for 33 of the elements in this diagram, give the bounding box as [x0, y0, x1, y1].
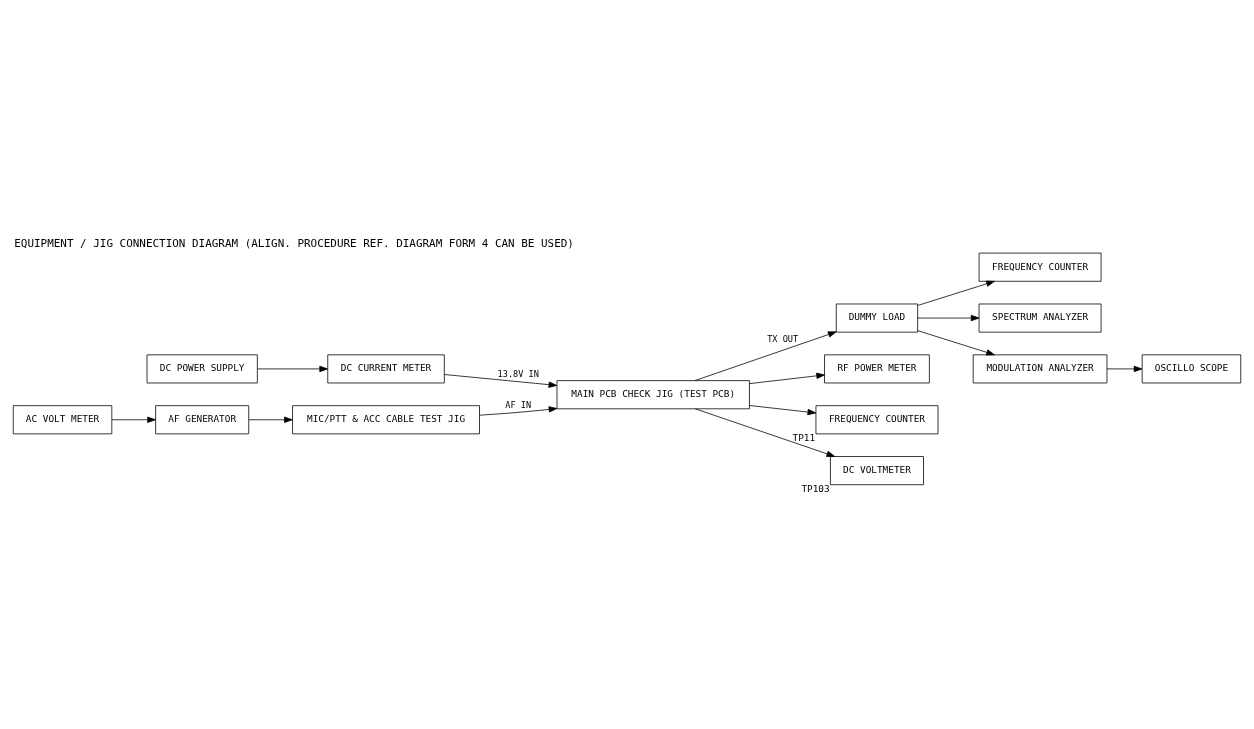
node-box: MIC/PTT & ACC CABLE TEST JIG: [292, 404, 480, 434]
arrow: [694, 407, 836, 457]
arrow: [917, 329, 995, 355]
node-label: TP103: [801, 482, 830, 494]
node-box: MAIN PCB CHECK JIG (TEST PCB): [556, 379, 750, 409]
diagram-title: EQUIPMENT / JIG CONNECTION DIAGRAM (ALIGN. PROCEDURE REF. DIAGRAM FORM 4 CAN BE USED): [14, 236, 574, 250]
arrow: [917, 280, 995, 306]
arrow: [917, 314, 980, 321]
node-label: TP11: [792, 431, 816, 443]
arrow: [1106, 365, 1143, 372]
node-box: MODULATION ANALYZER: [972, 353, 1108, 383]
arrow: [248, 416, 293, 423]
arrow: [749, 404, 817, 415]
arrow: [749, 372, 825, 384]
node-box: AF GENERATOR: [155, 404, 250, 434]
edge-label: TX OUT: [767, 333, 799, 344]
arrow: [444, 373, 558, 388]
arrow: [694, 330, 837, 381]
node-box: AC VOLT METER: [12, 404, 113, 434]
node-box: OSCILLO SCOPE: [1141, 353, 1242, 383]
edge-label: AF IN: [505, 399, 532, 410]
node-box: SPECTRUM ANALYZER: [978, 303, 1102, 333]
node-box: FREQUENCY COUNTER: [978, 252, 1102, 282]
arrow: [479, 405, 558, 416]
node-box: DC VOLTMETER: [830, 455, 924, 485]
edge-label: 13.8V IN: [497, 368, 539, 379]
arrow: [257, 365, 328, 372]
node-box: FREQUENCY COUNTER: [815, 404, 939, 434]
node-box: DC POWER SUPPLY: [146, 353, 258, 383]
node-box: RF POWER METER: [824, 353, 930, 383]
arrow: [111, 416, 156, 423]
node-box: DUMMY LOAD: [835, 303, 919, 333]
node-box: DC CURRENT METER: [327, 353, 445, 383]
